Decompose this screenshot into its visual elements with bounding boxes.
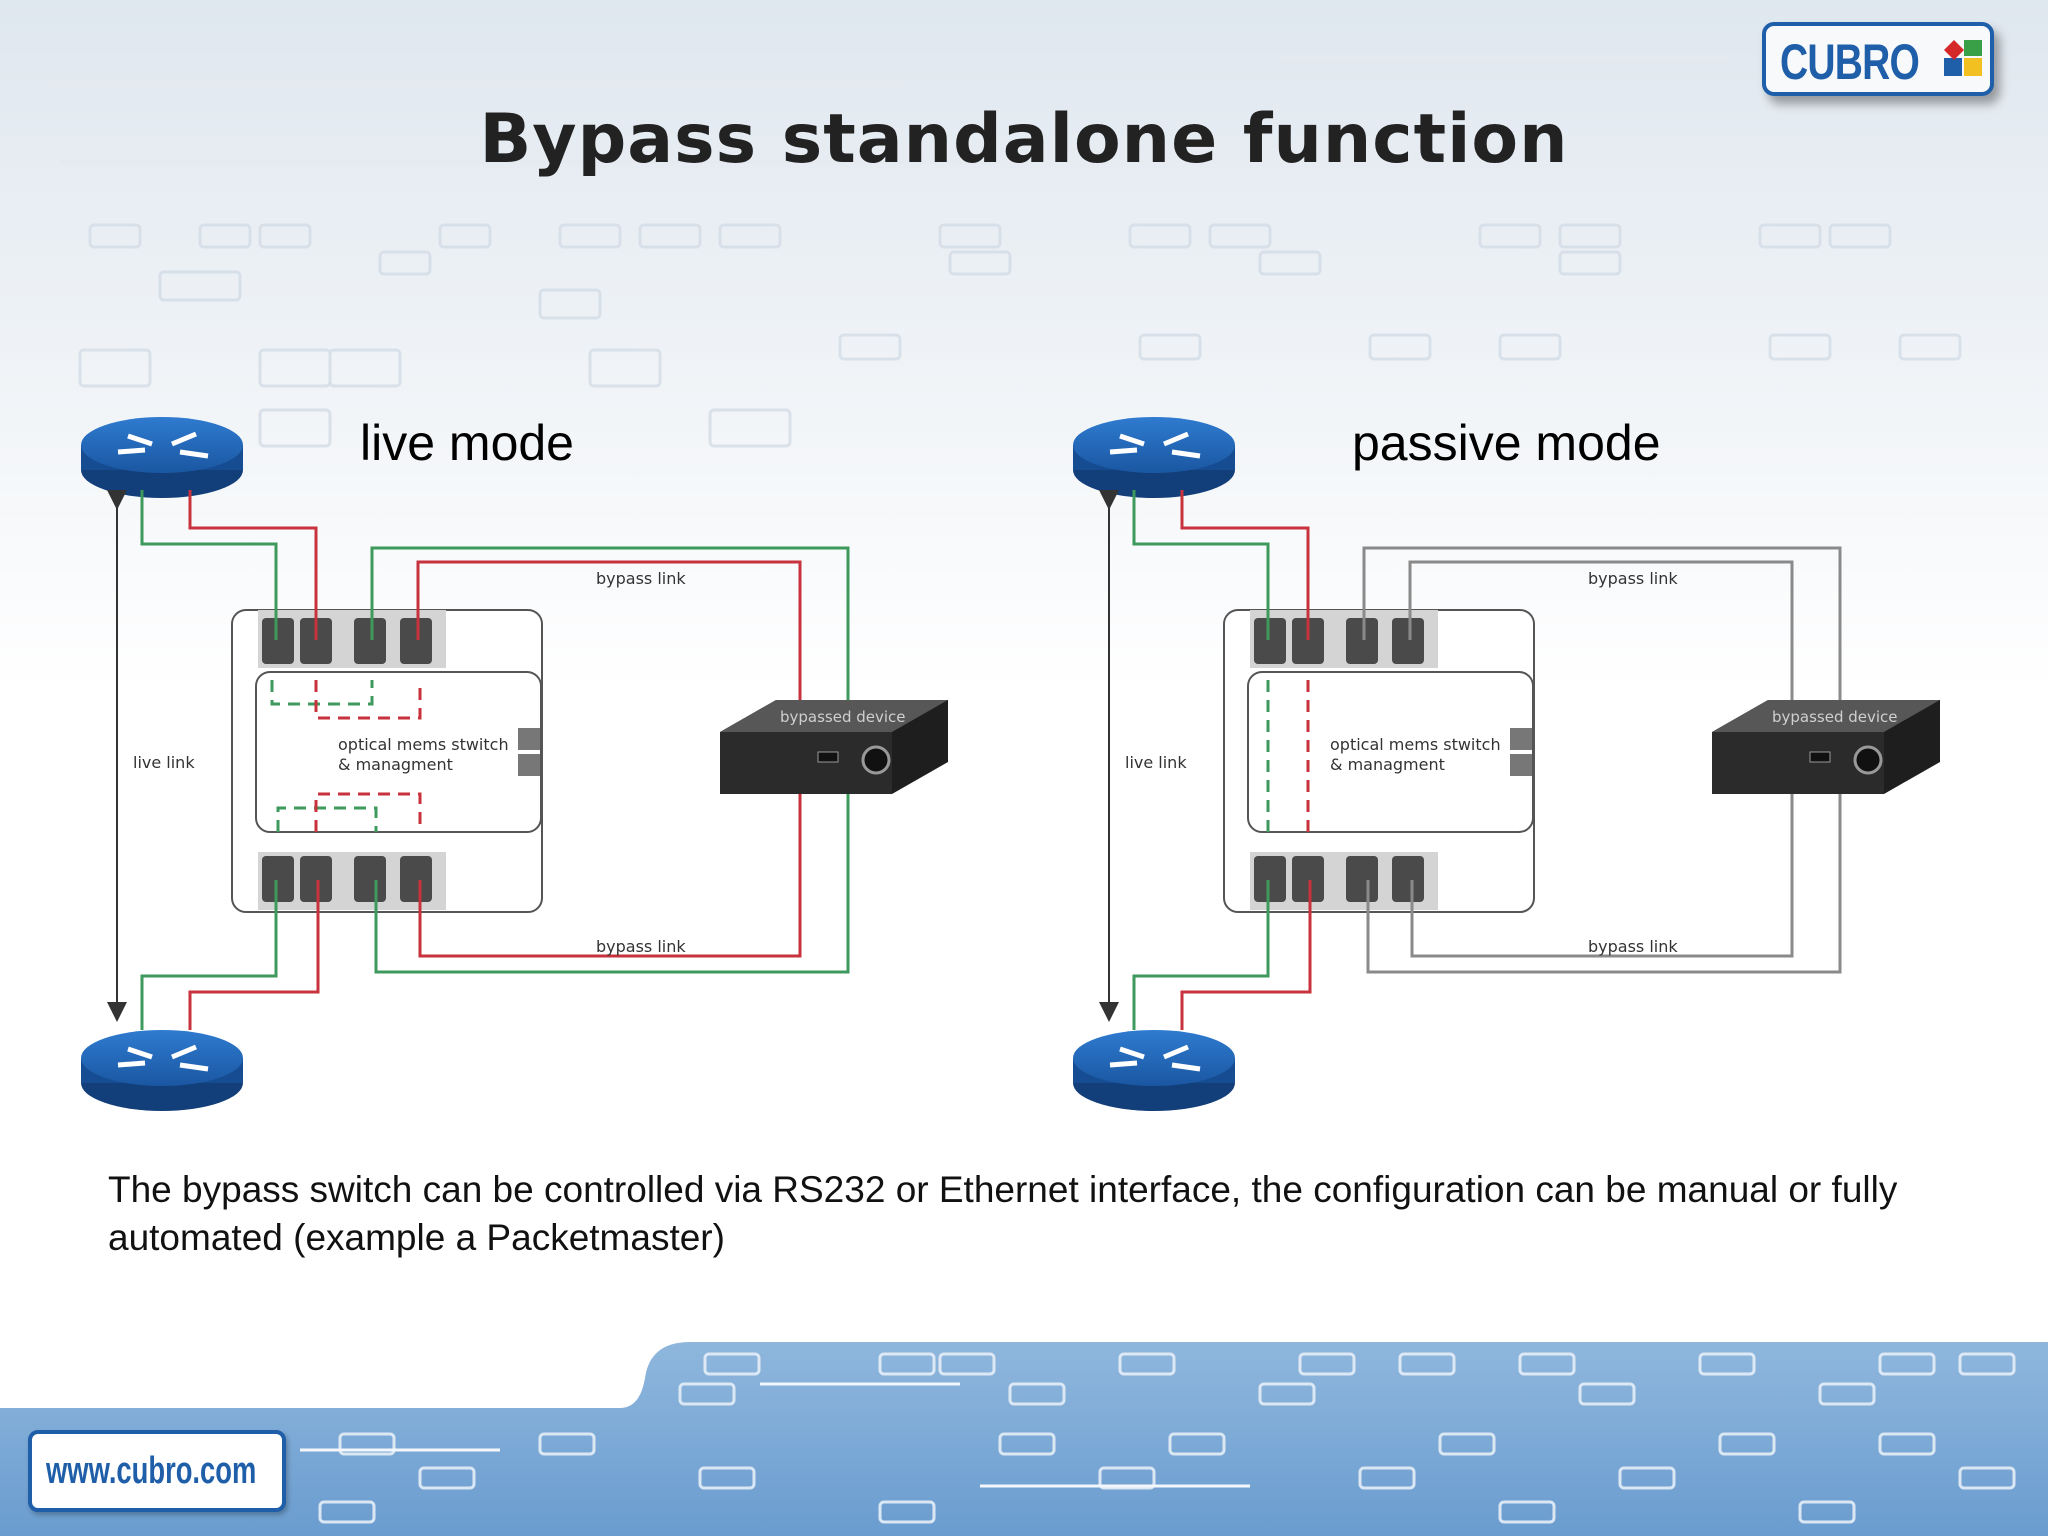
router-top-icon xyxy=(81,417,243,498)
bypass-link-top-label: bypass link xyxy=(1588,569,1678,588)
switch-label-line1: optical mems stwitch xyxy=(1330,735,1501,754)
footer-band xyxy=(0,1342,2048,1536)
bypassed-device-icon: bypassed device xyxy=(720,700,948,794)
switch-module xyxy=(1247,671,1534,833)
switch-label-line2: & managment xyxy=(1330,755,1445,774)
live-mode-label: live mode xyxy=(360,415,574,471)
website-url: www.cubro.com xyxy=(46,1450,257,1492)
port-row-bottom xyxy=(258,852,446,910)
mgmt-port xyxy=(1510,728,1532,750)
cubro-logo[interactable]: CUBRO xyxy=(1762,22,1994,96)
bypass-link-bottom-label: bypass link xyxy=(1588,937,1678,956)
bypass-link-bottom-label: bypass link xyxy=(596,937,686,956)
mgmt-port xyxy=(518,728,540,750)
page-title: Bypass standalone function xyxy=(479,100,1569,179)
passive-mode-label: passive mode xyxy=(1352,415,1661,471)
switch-label-line1: optical mems stwitch xyxy=(338,735,509,754)
passive-red-path xyxy=(1180,490,1312,1030)
bypassed-device-icon: bypassed device xyxy=(1712,700,1940,794)
port-row-top xyxy=(258,610,446,668)
device-label: bypassed device xyxy=(1772,708,1898,726)
mgmt-port xyxy=(518,754,540,776)
router-top-icon xyxy=(1073,417,1235,498)
bypass-link-top-label: bypass link xyxy=(596,569,686,588)
logo-text: CUBRO xyxy=(1780,34,1920,90)
port-row-top xyxy=(1250,610,1438,668)
live-link-label: live link xyxy=(133,753,195,772)
switch-label-line2: & managment xyxy=(338,755,453,774)
router-bottom-icon xyxy=(81,1030,243,1111)
mgmt-port xyxy=(1510,754,1532,776)
router-bottom-icon xyxy=(1073,1030,1235,1111)
device-label: bypassed device xyxy=(780,708,906,726)
passive-mode-diagram: live link optical mems stwitch & managme… xyxy=(1073,417,1940,1111)
logo-mark-icon xyxy=(1944,40,1982,76)
switch-module xyxy=(255,671,542,833)
port-row-bottom xyxy=(1250,852,1438,910)
website-link[interactable]: www.cubro.com xyxy=(28,1430,286,1512)
passive-green-path xyxy=(1132,490,1270,1030)
live-link-label: live link xyxy=(1125,753,1187,772)
live-mode-diagram: live link optical mems stwitch & managme… xyxy=(81,417,948,1111)
caption-text: The bypass switch can be controlled via … xyxy=(108,1169,1898,1258)
